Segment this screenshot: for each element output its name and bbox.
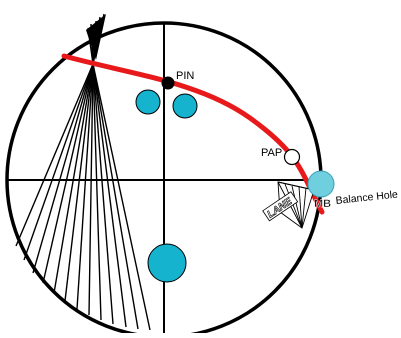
pap-marker [283,148,301,166]
fan-apex [86,14,106,60]
thumb-hole [147,243,187,283]
pin-label: PIN [176,70,194,82]
drill-line [61,53,325,215]
pap-label: PAP [261,147,282,159]
balance-hole [307,170,335,198]
finger-hole-right [172,93,198,119]
mb-label: MB [314,198,331,210]
mass-bias-marker [277,181,315,229]
balance-hole-label: Balance Hole [335,189,399,207]
pin-marker [161,76,175,90]
finger-hole-left [135,89,161,115]
